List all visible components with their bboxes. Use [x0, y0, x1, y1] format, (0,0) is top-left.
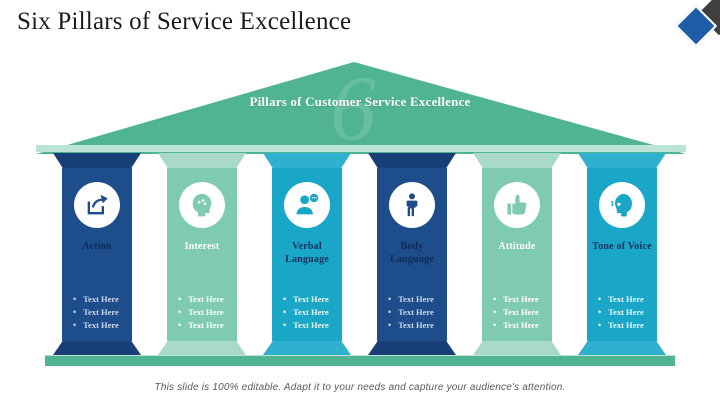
pillar-bullets: Text Here Text Here Text Here	[482, 293, 552, 332]
roof-title-wrap: Pillars of Customer Service Excellence	[0, 93, 720, 112]
pillar-capital	[368, 153, 456, 168]
bullet-item: Text Here	[388, 306, 447, 319]
thumbs-up-icon	[507, 194, 527, 215]
icon-circle	[599, 182, 645, 228]
bullet-item: Text Here	[73, 293, 132, 306]
bullet-item: Text Here	[388, 293, 447, 306]
pillar-shaft: Attitude Text Here Text Here Text Here	[482, 168, 552, 341]
pillar-label: Verbal Language	[285, 241, 329, 265]
pillar-bullets: Text Here Text Here Text Here	[62, 293, 132, 332]
pillar-base	[263, 341, 351, 355]
bullet-item: Text Here	[493, 293, 552, 306]
roof-triangle	[36, 62, 686, 154]
roof-pediment	[36, 62, 686, 154]
pillar-base	[473, 341, 561, 355]
roof-cornice	[36, 145, 686, 152]
pillar-attitude: Attitude Text Here Text Here Text Here	[473, 153, 561, 355]
pillar-row: Action Text Here Text Here Text Here	[53, 153, 666, 355]
pillar-base	[53, 341, 141, 355]
pillar-bullets: Text Here Text Here Text Here	[587, 293, 657, 332]
pillar-action: Action Text Here Text Here Text Here	[53, 153, 141, 355]
share-arrow-icon	[87, 194, 108, 215]
bullet-item: Text Here	[178, 319, 237, 332]
pillar-bullets: Text Here Text Here Text Here	[272, 293, 342, 332]
brand-logo	[648, 0, 720, 62]
pillar-bullets: Text Here Text Here Text Here	[377, 293, 447, 332]
pillar-shaft: Body Language Text Here Text Here Text H…	[377, 168, 447, 341]
pillar-shaft: Tone of Voice Text Here Text Here Text H…	[587, 168, 657, 341]
thinking-head-icon	[192, 193, 212, 217]
bullet-item: Text Here	[283, 293, 342, 306]
person-speech-icon	[296, 193, 319, 215]
pillar-base	[578, 341, 666, 355]
pillar-base	[368, 341, 456, 355]
footer-caption: This slide is 100% editable. Adapt it to…	[154, 382, 566, 393]
bullet-item: Text Here	[493, 319, 552, 332]
bullet-item: Text Here	[178, 293, 237, 306]
bullet-item: Text Here	[73, 319, 132, 332]
pillar-tone-of-voice: Tone of Voice Text Here Text Here Text H…	[578, 153, 666, 355]
bullet-item: Text Here	[388, 319, 447, 332]
icon-circle	[284, 182, 330, 228]
stylobate-bar	[45, 355, 675, 366]
bullet-item: Text Here	[598, 306, 657, 319]
pillar-capital	[578, 153, 666, 168]
standing-person-icon	[406, 193, 418, 217]
bullet-item: Text Here	[598, 293, 657, 306]
talking-head-icon	[611, 193, 632, 217]
pillar-label: Interest	[184, 241, 220, 252]
pillar-shaft: Verbal Language Text Here Text Here Text…	[272, 168, 342, 341]
pillar-capital	[53, 153, 141, 168]
pillar-label: Action	[82, 241, 112, 252]
pillar-bullets: Text Here Text Here Text Here	[167, 293, 237, 332]
pillar-capital	[263, 153, 351, 168]
pillar-capital	[158, 153, 246, 168]
icon-circle	[389, 182, 435, 228]
bullet-item: Text Here	[283, 319, 342, 332]
pillar-label: Tone of Voice	[592, 241, 652, 252]
icon-circle	[494, 182, 540, 228]
pillar-interest: Interest Text Here Text Here Text Here	[158, 153, 246, 355]
pillar-capital	[473, 153, 561, 168]
pillar-label: Attitude	[498, 241, 536, 252]
pillar-label: Body Language	[390, 241, 434, 265]
pillar-base	[158, 341, 246, 355]
icon-circle	[74, 182, 120, 228]
bullet-item: Text Here	[598, 319, 657, 332]
bullet-item: Text Here	[73, 306, 132, 319]
bullet-item: Text Here	[493, 306, 552, 319]
pillar-shaft: Interest Text Here Text Here Text Here	[167, 168, 237, 341]
roof-title: Pillars of Customer Service Excellence	[249, 94, 471, 109]
pillar-shaft: Action Text Here Text Here Text Here	[62, 168, 132, 341]
pillar-verbal-language: Verbal Language Text Here Text Here Text…	[263, 153, 351, 355]
icon-circle	[179, 182, 225, 228]
pillar-body-language: Body Language Text Here Text Here Text H…	[368, 153, 456, 355]
bullet-item: Text Here	[178, 306, 237, 319]
bullet-item: Text Here	[283, 306, 342, 319]
page-title: Six Pillars of Service Excellence	[17, 8, 352, 35]
